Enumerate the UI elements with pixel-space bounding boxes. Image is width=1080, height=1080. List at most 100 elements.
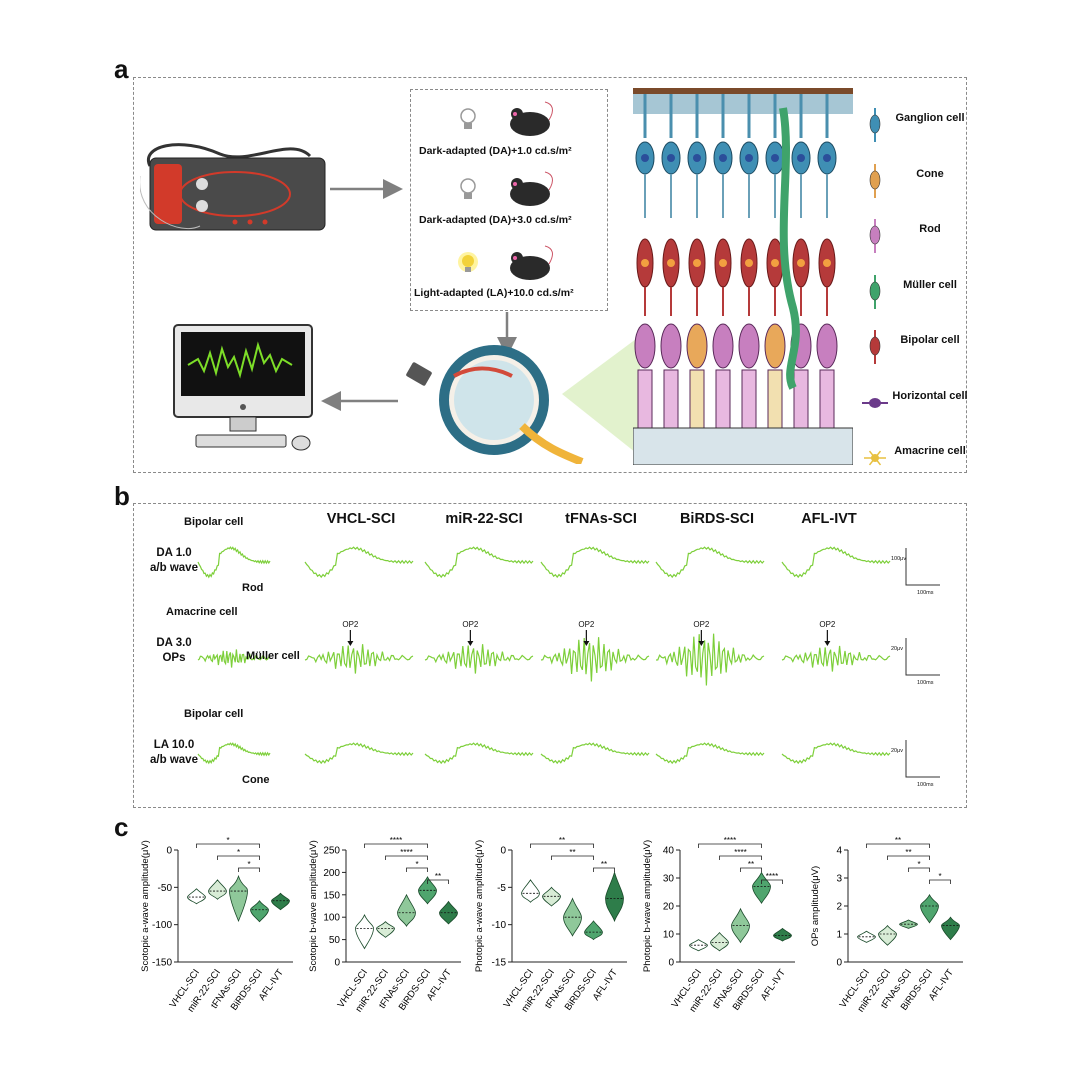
erg-group-header: BiRDS-SCI — [679, 511, 755, 527]
y-axis-label: Scotopic b-wave amplitude(μV) — [308, 840, 319, 972]
erg-trace — [781, 742, 891, 765]
condition-da-3: Dark-adapted (DA)+3.0 cd.s/m² — [419, 214, 572, 226]
scale-bar-y-label: 20μv — [891, 748, 904, 754]
significance-label: * — [917, 860, 920, 869]
significance-bracket — [385, 855, 428, 860]
erg-trace — [655, 633, 765, 686]
y-tick-label: -10 — [492, 920, 507, 931]
significance-bracket — [908, 867, 930, 872]
y-tick-label: -5 — [497, 883, 506, 894]
significance-bracket — [719, 855, 762, 860]
mouse-icon — [510, 171, 553, 206]
significance-label: * — [226, 836, 229, 845]
op2-arrowhead — [347, 641, 354, 646]
significance-label: **** — [400, 848, 412, 857]
erg-group-header: VHCL-SCI — [326, 511, 396, 527]
erg-trace — [304, 546, 414, 579]
scale-bar-x-label: 100ms — [917, 680, 934, 686]
erg-trace — [540, 742, 650, 765]
significance-bracket — [698, 843, 762, 848]
violin — [271, 892, 290, 911]
condition-la-10: Light-adapted (LA)+10.0 cd.s/m² — [414, 287, 574, 299]
mouse-icon — [510, 245, 553, 280]
scale-bar-y-label: 20μv — [891, 646, 904, 652]
erg-group-header: tFNAs-SCI — [565, 511, 637, 527]
erg-trace — [424, 644, 534, 674]
significance-label: ** — [895, 836, 901, 845]
erg-cell-label-bottom: Cone — [242, 774, 270, 786]
significance-bracket — [364, 843, 428, 848]
erg-trace — [304, 742, 414, 765]
erg-trace — [424, 742, 534, 765]
erg-row-label-line: LA 10.0 — [153, 739, 195, 751]
op2-label: OP2 — [693, 620, 710, 629]
panel-label-b: b — [114, 481, 130, 511]
significance-label: * — [415, 860, 418, 869]
cell-legend-label: Rod — [919, 223, 941, 235]
y-tick-label: 50 — [329, 935, 341, 946]
muller-cell-icon — [869, 274, 881, 309]
bipolar-cell-icon — [869, 330, 881, 364]
y-tick-label: 1 — [836, 930, 842, 941]
panel-label-a: a — [114, 54, 129, 84]
erg-trace — [424, 546, 534, 579]
erg-device-illustration — [140, 143, 326, 231]
y-axis-label: Photopic b-wave amplitude(μV) — [642, 840, 653, 972]
ganglion-cell-icon — [869, 108, 881, 142]
op2-label: OP2 — [819, 620, 836, 629]
bulb-off-icon — [460, 178, 476, 199]
panel-label-c: c — [114, 812, 129, 842]
cell-legend-label: Cone — [916, 167, 944, 180]
y-tick-label: 30 — [663, 874, 675, 885]
erg-example-trace — [197, 546, 271, 579]
significance-label: * — [247, 860, 250, 869]
violin — [941, 916, 960, 941]
computer-monitor-illustration — [173, 324, 313, 451]
erg-row-label-line: DA 3.0 — [156, 637, 192, 649]
erg-trace — [781, 645, 891, 672]
eye-illustration — [406, 336, 640, 464]
significance-bracket — [761, 879, 783, 884]
y-tick-label: 0 — [500, 846, 506, 857]
violin — [878, 924, 897, 946]
significance-label: **** — [390, 836, 402, 845]
cell-legend-label: Amacrine cell — [894, 445, 966, 457]
significance-label: * — [237, 848, 240, 857]
bulb-off-icon — [460, 108, 476, 129]
erg-row-label-line: a/b wave — [150, 562, 198, 574]
erg-example-trace — [197, 649, 271, 668]
flow-arrows — [321, 179, 517, 411]
erg-cell-label-bottom: Müller cell — [246, 650, 300, 662]
significance-bracket — [530, 843, 594, 848]
erg-row-label-line: DA 1.0 — [156, 547, 192, 559]
cell-legend-label: Müller cell — [903, 278, 957, 291]
significance-label: ** — [601, 860, 607, 869]
op2-arrowhead — [698, 641, 705, 646]
amacrine-cell-icon — [864, 450, 886, 466]
cell-legend-label: Ganglion cell — [895, 112, 965, 124]
scale-bar — [905, 740, 940, 778]
scale-bar — [905, 548, 940, 586]
erg-cell-label-top: Bipolar cell — [184, 708, 244, 720]
y-tick-label: 40 — [663, 846, 675, 857]
y-tick-label: 2 — [836, 902, 842, 913]
y-tick-label: 0 — [166, 846, 172, 857]
y-tick-label: 20 — [663, 902, 675, 913]
y-tick-label: -50 — [158, 883, 173, 894]
significance-label: ** — [559, 836, 565, 845]
erg-trace — [540, 546, 650, 579]
significance-label: **** — [734, 848, 746, 857]
erg-row-label-line: OPs — [162, 652, 186, 664]
y-tick-label: 200 — [323, 868, 340, 879]
cell-legend-label: Horizontal cell — [892, 389, 968, 402]
significance-label: **** — [724, 836, 736, 845]
erg-trace — [655, 742, 765, 765]
scale-bar-y-label: 100μv — [891, 556, 907, 562]
erg-group-header: miR-22-SCI — [445, 511, 523, 527]
stimulus-conditions-box — [410, 89, 608, 311]
erg-cell-label-top: Amacrine cell — [166, 606, 238, 618]
violin — [920, 893, 939, 924]
erg-traces — [197, 546, 940, 778]
y-axis-label: Scotopic a-wave amplitude(μV) — [140, 840, 151, 972]
